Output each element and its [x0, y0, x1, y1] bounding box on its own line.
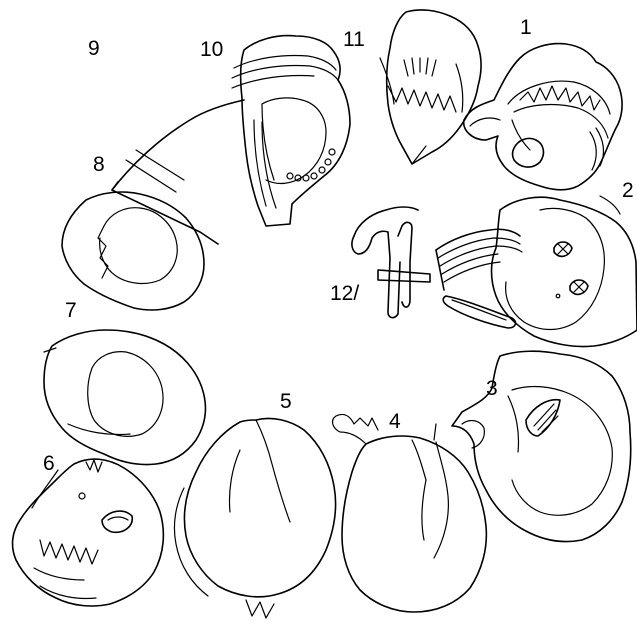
- figure-8: [62, 182, 218, 310]
- figure-9: [112, 100, 244, 192]
- figure-3: [452, 351, 631, 541]
- label-12: 12/: [330, 283, 359, 304]
- label-5: 5: [280, 391, 292, 412]
- label-1: 1: [520, 17, 532, 38]
- label-7: 7: [65, 300, 77, 321]
- label-11: 11: [343, 29, 365, 50]
- figure-1: [464, 44, 622, 190]
- label-3: 3: [486, 378, 498, 399]
- figure-2: [436, 196, 637, 347]
- label-9: 9: [88, 38, 100, 59]
- figure-7: [44, 330, 205, 465]
- label-10: 10: [200, 39, 223, 60]
- label-8: 8: [93, 154, 105, 175]
- figure-12: [352, 207, 430, 318]
- figure-5: [174, 418, 335, 618]
- label-2: 2: [622, 180, 634, 201]
- figure-6: [13, 459, 164, 606]
- figure-10: [232, 36, 350, 226]
- figure-4: [333, 414, 487, 612]
- label-6: 6: [43, 453, 55, 474]
- label-4: 4: [389, 411, 401, 432]
- figure-11: [380, 10, 481, 164]
